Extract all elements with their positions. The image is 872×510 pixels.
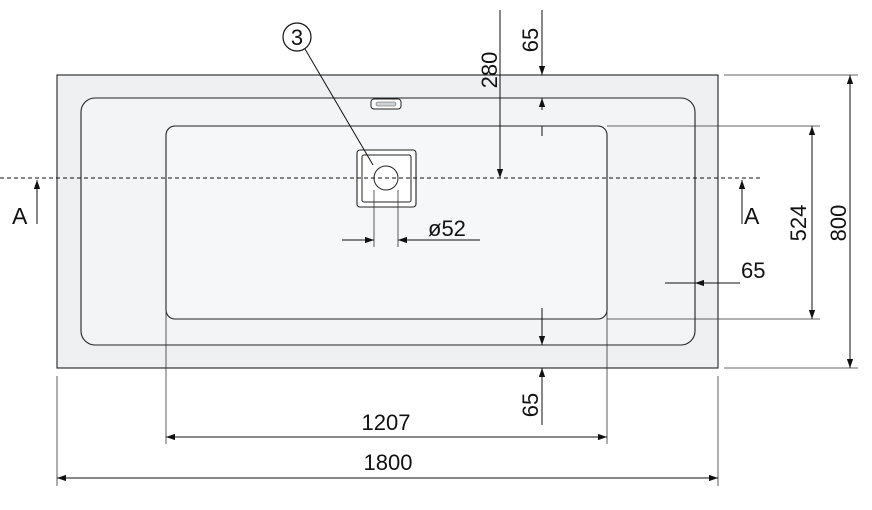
section-label-left: A [12, 203, 28, 229]
tub-basin [165, 125, 608, 320]
dim-65-right-label: 65 [741, 258, 765, 283]
dim-1207-label: 1207 [362, 410, 411, 435]
callout-leader [304, 48, 374, 166]
overflow-slot [370, 98, 402, 110]
dim-65-top-label: 65 [518, 28, 543, 52]
dim-1800-label: 1800 [364, 450, 413, 475]
dim-524-label: 524 [786, 205, 811, 242]
dim-800-label: 800 [826, 205, 851, 242]
dim-52-label: ø52 [428, 216, 466, 241]
dim-65-bottom-label: 65 [518, 393, 543, 417]
dim-280-label: 280 [477, 52, 502, 89]
section-label-right: A [744, 203, 760, 229]
callout-number: 3 [291, 25, 303, 50]
callout-circle [282, 22, 312, 52]
